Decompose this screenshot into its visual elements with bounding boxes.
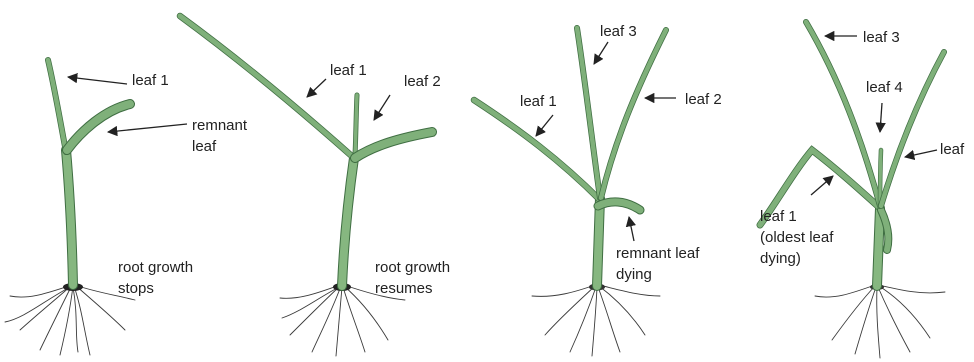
label-p2-leaf2: leaf 2 bbox=[404, 73, 441, 90]
arrow-p4-leafR bbox=[905, 150, 937, 157]
plant-1-leaf-1 bbox=[48, 60, 66, 152]
plant-1-stem bbox=[66, 150, 73, 285]
arrow-p1-remnant bbox=[108, 124, 187, 132]
label-p3-leaf2: leaf 2 bbox=[685, 91, 722, 108]
arrow-p2-leaf1 bbox=[307, 79, 326, 97]
label-p4-leaf3: leaf 3 bbox=[863, 29, 900, 46]
label-p2-root-line2: resumes bbox=[375, 280, 433, 297]
plant-3-leaf-1 bbox=[474, 100, 600, 200]
plant-1-roots bbox=[5, 283, 135, 355]
arrow-p4-leaf4 bbox=[880, 103, 882, 132]
plant-2-leaf-2 bbox=[355, 95, 357, 155]
label-p1-root-line1: root growth bbox=[118, 259, 193, 276]
plant-3-stem bbox=[597, 198, 600, 286]
plant-2-leaf-1 bbox=[180, 16, 354, 158]
arrow-p3-remnant bbox=[629, 217, 634, 241]
plant-1-remnant-leaf bbox=[67, 104, 130, 150]
label-p3-remnant-line1: remnant leaf bbox=[616, 245, 700, 262]
plant-4-stem bbox=[877, 208, 880, 286]
plant-2-remnant-leaf bbox=[355, 132, 432, 158]
label-p4-leaf1-line2: (oldest leaf bbox=[760, 229, 834, 246]
arrow-p1-leaf1 bbox=[68, 77, 127, 84]
label-p1-remnant: remnant leaf bbox=[192, 117, 251, 155]
label-p3-leaf1: leaf 1 bbox=[520, 93, 557, 110]
plant-3 bbox=[474, 28, 666, 356]
arrow-p3-leaf3 bbox=[594, 42, 608, 64]
label-p1-remnant-line1: remnant bbox=[192, 117, 248, 134]
arrow-p2-leaf2 bbox=[374, 95, 390, 120]
label-p4-leaf1: leaf 1 (oldest leaf dying) bbox=[760, 208, 838, 267]
plant-3-leaf-3 bbox=[577, 28, 600, 198]
arrow-p4-leaf1 bbox=[811, 176, 833, 195]
plant-2-stem bbox=[342, 158, 354, 286]
label-p1-leaf1: leaf 1 bbox=[132, 72, 169, 89]
label-p2-leaf1: leaf 1 bbox=[330, 62, 367, 79]
plant-4-roots bbox=[815, 284, 945, 358]
label-p3-remnant-line2: dying bbox=[616, 266, 652, 283]
label-p1-root: root growth stops bbox=[118, 259, 197, 297]
label-p2-root: root growth resumes bbox=[375, 259, 454, 297]
plant-3-roots bbox=[532, 284, 660, 357]
label-p2-root-line1: root growth bbox=[375, 259, 450, 276]
plant-4-leaf-right bbox=[881, 52, 944, 206]
plant-4 bbox=[760, 22, 945, 358]
label-p4-leaf1-line3: dying) bbox=[760, 250, 801, 267]
plant-2 bbox=[180, 16, 432, 356]
label-p4-leaf1-line1: leaf 1 bbox=[760, 208, 797, 225]
label-p3-leaf3: leaf 3 bbox=[600, 23, 637, 40]
plant-3-leaf-2 bbox=[601, 30, 666, 198]
label-p3-remnant: remnant leaf dying bbox=[616, 245, 704, 283]
label-p4-leafR: leaf bbox=[940, 141, 965, 158]
arrow-p3-leaf1 bbox=[536, 115, 553, 136]
label-p1-root-line2: stops bbox=[118, 280, 154, 297]
label-p4-leaf4: leaf 4 bbox=[866, 79, 903, 96]
label-p1-remnant-line2: leaf bbox=[192, 138, 217, 155]
plant-1 bbox=[5, 60, 135, 355]
